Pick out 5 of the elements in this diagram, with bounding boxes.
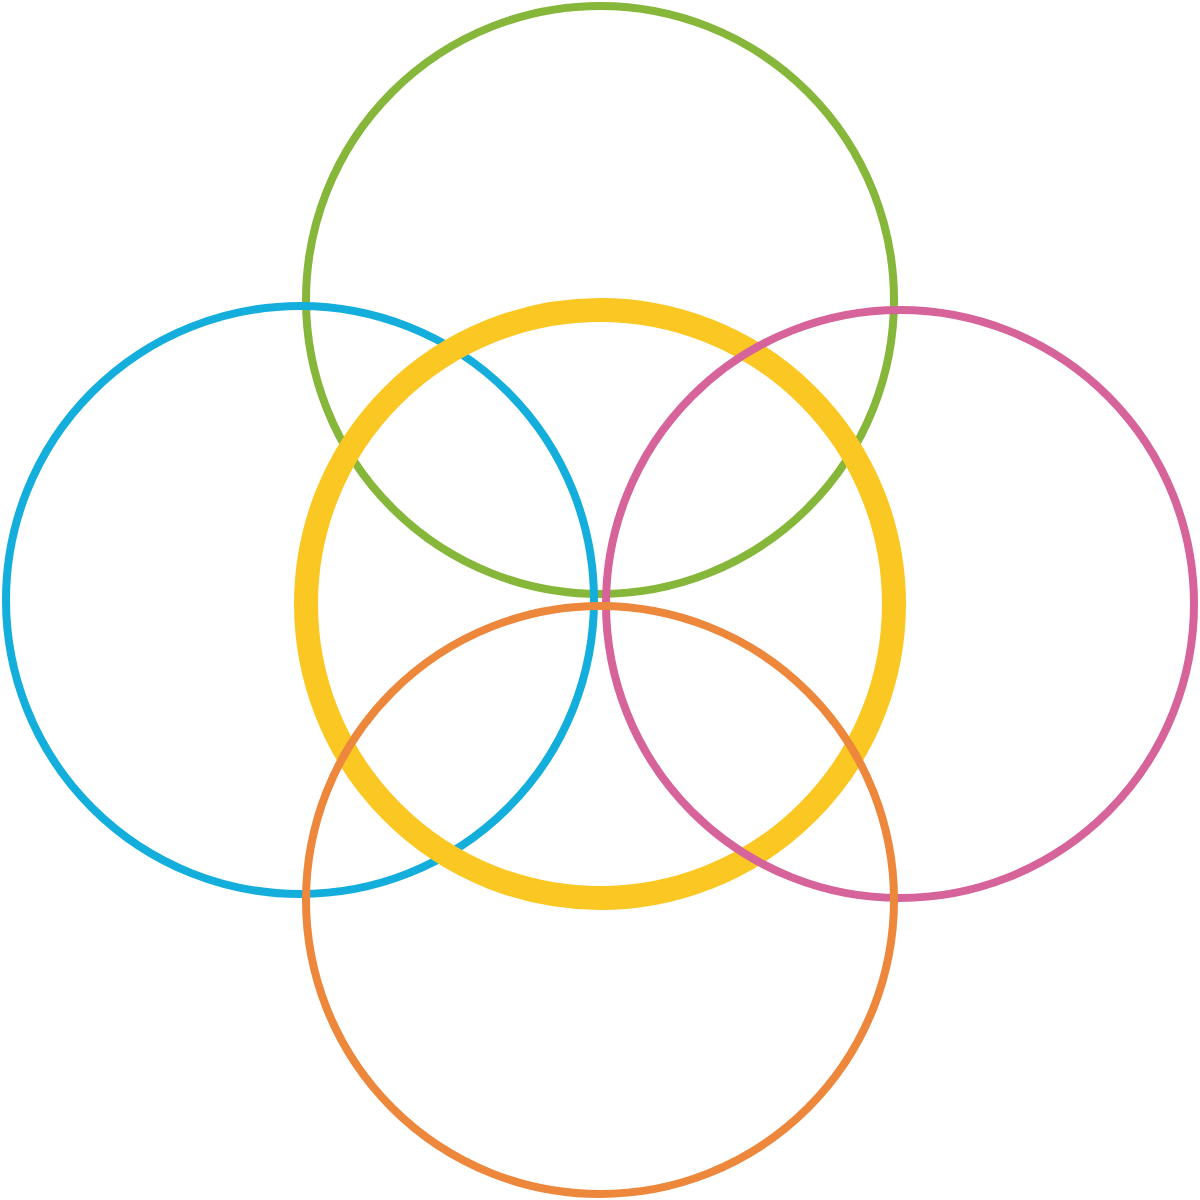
ring <box>302 2 898 598</box>
ring <box>294 298 906 910</box>
ring <box>2 302 598 898</box>
ring <box>602 306 1198 902</box>
ring <box>302 602 898 1198</box>
